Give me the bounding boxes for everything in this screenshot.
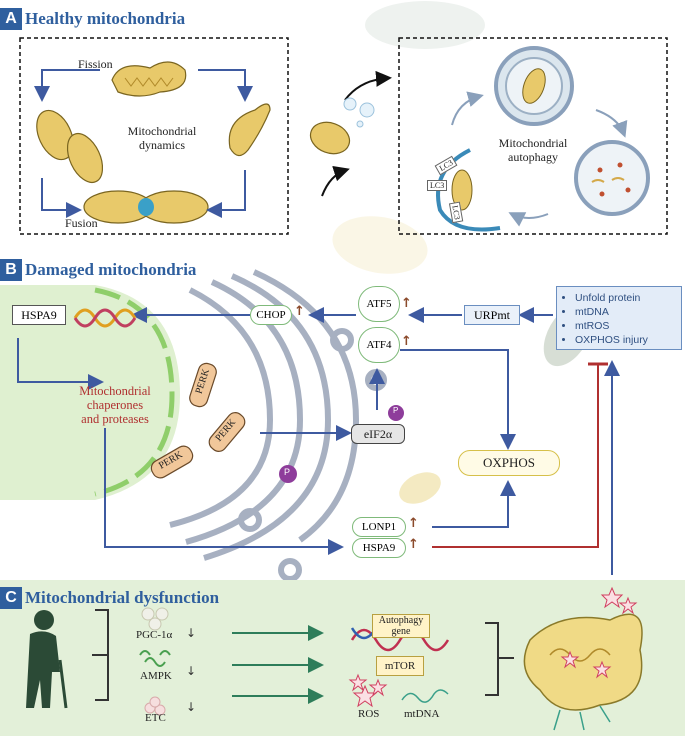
down-arrow-icon: ↓ (186, 626, 197, 640)
autophagy-cycle-arrow (508, 212, 549, 227)
mitochondrion-icon (36, 109, 104, 184)
autophagy-cycle-arrow (595, 109, 628, 138)
dna-helix-icon (73, 308, 137, 328)
background-mitochondrion (332, 1, 485, 274)
pgc-label: PGC-1α (136, 629, 173, 641)
down-arrow-icon: ↓ (186, 700, 197, 714)
p-badge-label: P (393, 406, 399, 415)
stress-item: mtDNA (575, 305, 648, 319)
autophagy-cycle-arrow (451, 91, 484, 126)
to-autophagy-arrow (344, 70, 392, 101)
up-arrow-icon: ↑ (408, 516, 419, 531)
damaged-mitochondrion-icon (523, 613, 643, 731)
lc3-tag: LC3 (427, 180, 448, 191)
oxphos-label: OXPHOS (458, 450, 560, 476)
lonp1-label: LONP1 (352, 517, 406, 537)
urpmt-label: URPmt (464, 305, 520, 325)
up-arrow-icon: ↑ (401, 334, 412, 349)
p-badge (279, 465, 297, 483)
ampk-icon (139, 650, 171, 667)
vesicle-icon (343, 97, 375, 128)
autolysosome-icon (574, 140, 650, 216)
p-badge (388, 405, 404, 421)
hspa9-label: HSPA9 (352, 538, 406, 558)
section-letter-a: A (0, 8, 22, 30)
autophagosome-icon (494, 46, 574, 126)
section-title-b: Damaged mitochondria (25, 260, 197, 279)
atf5-label: ATF5 (358, 286, 400, 322)
chaperones-to-hspa9-arrow (104, 428, 344, 555)
cycle-arrow (198, 69, 253, 102)
mtdna-icon (401, 689, 449, 703)
hspa9-gene-label: HSPA9 (12, 305, 66, 325)
eif2a-label: eIF2α (351, 424, 405, 444)
ros-star-icon (560, 586, 638, 679)
stress-box: Unfold protein mtDNA mtROS OXPHOS injury (556, 286, 682, 350)
stress-item: OXPHOS injury (575, 333, 648, 347)
ros-star-icon (348, 673, 388, 708)
mitochondrion-icon (111, 61, 187, 97)
cycle-arrow (206, 170, 246, 218)
pgc-icon (141, 607, 169, 631)
p-badge-label: P (284, 467, 291, 477)
etc-icon (144, 696, 166, 716)
autophagy-box (398, 37, 668, 235)
atf4-to-oxphos-arrow (400, 349, 516, 450)
chop-label: CHOP (250, 305, 292, 325)
mitochondrion-icon (228, 103, 271, 157)
section-title-c: Mitochondrial dysfunction (25, 588, 220, 607)
ampk-label: AMPK (140, 670, 172, 682)
from-dynamics-arrow (321, 165, 350, 197)
section-title-a: Healthy mitochondria (25, 9, 186, 28)
up-arrow-icon: ↑ (401, 296, 412, 311)
section-letter-b: B (0, 259, 22, 281)
right-bracket (485, 622, 514, 696)
dynamics-box (19, 37, 289, 235)
mtdna-label: mtDNA (404, 708, 440, 720)
fusion-arrow (41, 178, 82, 218)
perk-receptor (150, 362, 246, 479)
mtor-label: mTOR (376, 656, 424, 676)
fusion-label: Fusion (65, 216, 98, 230)
fission-arrow (34, 69, 100, 102)
fission-label: Fission (78, 57, 113, 71)
nucleus (0, 285, 180, 500)
stress-item: Unfold protein (575, 291, 648, 305)
ros-label: ROS (358, 708, 380, 720)
etc-label: ETC (145, 712, 166, 724)
hspa9-to-chaperones-arrow (17, 338, 104, 390)
fusing-mitochondria-icon (83, 190, 209, 224)
inhibition-line (432, 364, 599, 548)
up-arrow-icon: ↑ (294, 304, 305, 319)
left-bracket (92, 609, 109, 701)
stress-item: mtROS (575, 319, 648, 333)
lonp1-to-oxphos-arrow (432, 480, 516, 528)
down-arrow-icon: ↓ (186, 664, 197, 678)
section-letter-c: C (0, 587, 22, 609)
elderly-person-icon (26, 610, 68, 709)
up-arrow-icon: ↑ (408, 537, 419, 552)
mitochondrion-icon (309, 121, 351, 155)
atf4-label: ATF4 (358, 327, 400, 363)
